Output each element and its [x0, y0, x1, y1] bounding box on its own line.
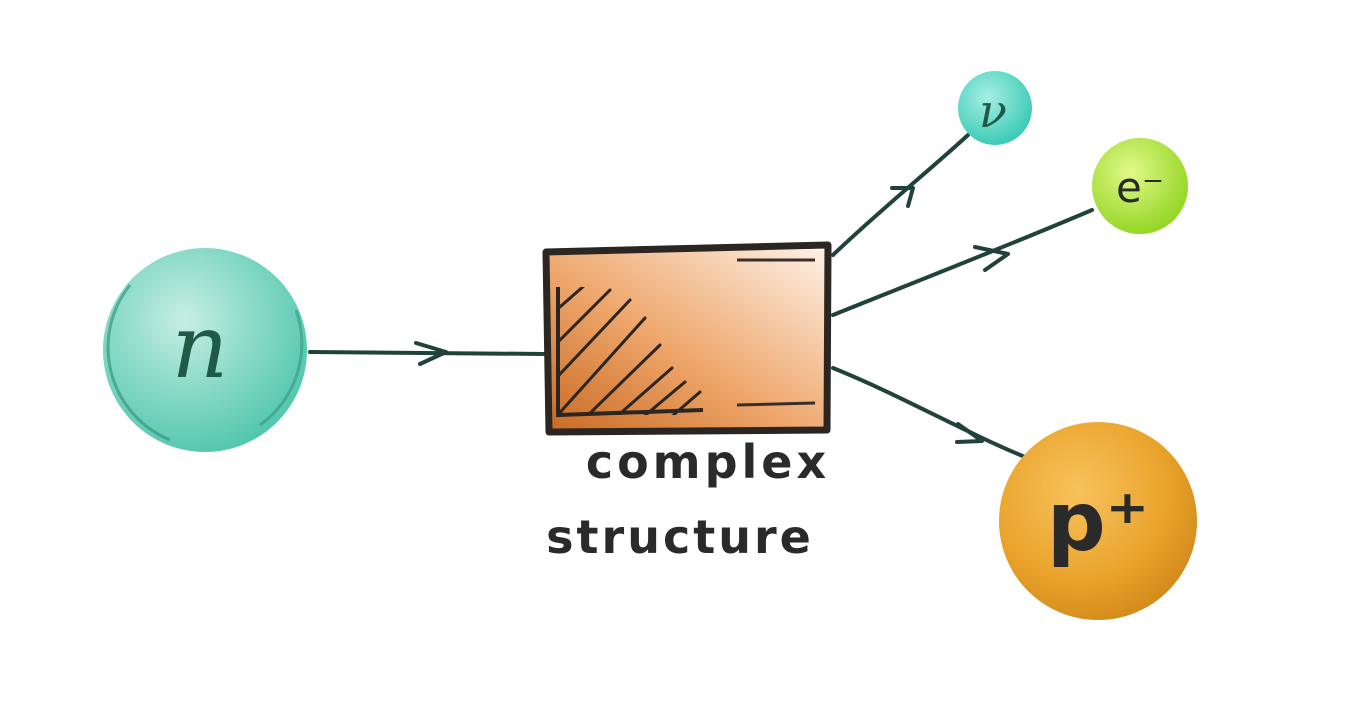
neutrino-label: ν — [979, 84, 1007, 138]
electron-particle: e⁻ — [1092, 138, 1188, 234]
electron-label: e⁻ — [1116, 163, 1164, 212]
hatch-pattern — [558, 287, 702, 415]
neutrino-arrow — [831, 133, 970, 257]
proton-label: p⁺ — [1047, 475, 1149, 570]
neutron-label: n — [172, 295, 229, 398]
electron-arrow — [831, 208, 1094, 317]
incoming-arrow — [308, 341, 547, 366]
proton-arrow — [831, 366, 1027, 459]
neutrino-particle: ν — [958, 71, 1032, 145]
structure-caption-line2: structure — [546, 510, 814, 564]
neutron-particle: n — [103, 248, 307, 452]
proton-particle: p⁺ — [999, 422, 1197, 620]
complex-structure-box — [542, 241, 832, 436]
structure-caption-line1: complex — [586, 435, 830, 489]
